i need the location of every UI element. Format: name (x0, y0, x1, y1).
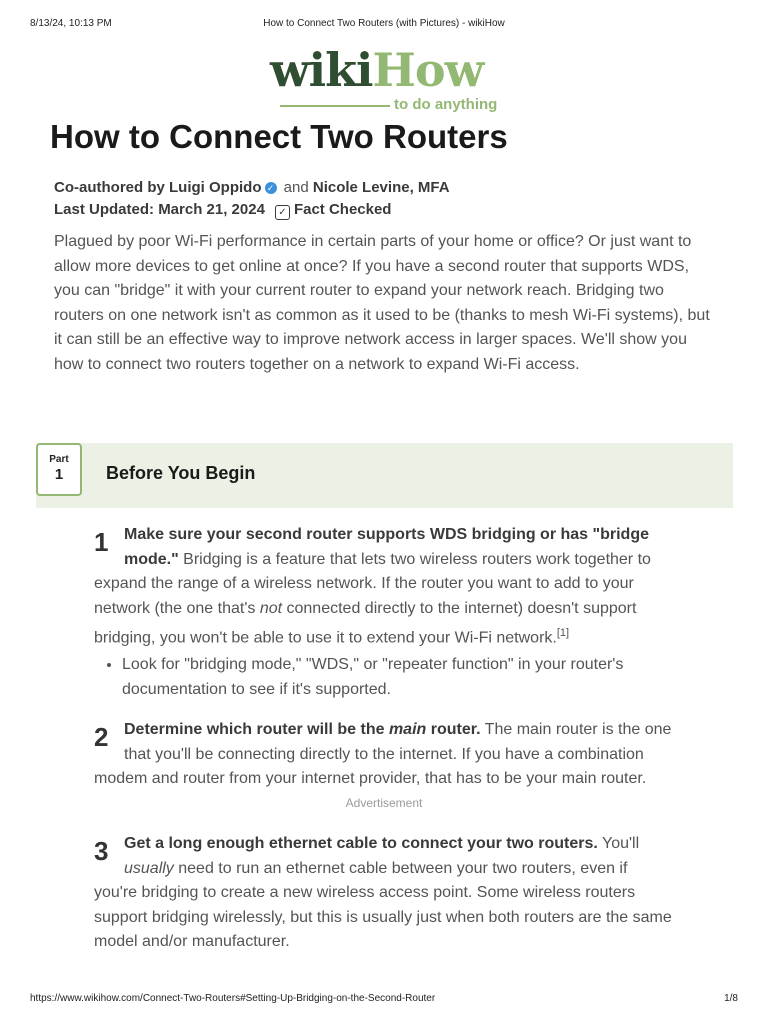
byline-and: and (283, 179, 309, 196)
logo-wiki: wiki (270, 43, 373, 97)
step-body: Bridging is a feature that lets two wire… (94, 550, 651, 617)
logo-how: How (372, 43, 484, 97)
coauthored-prefix: Co-authored by (54, 179, 165, 196)
part-header: Part 1 Before You Begin (36, 443, 733, 508)
updated-date: March 21, 2024 (158, 201, 265, 218)
byline: Co-authored by Luigi Oppido✓ and Nicole … (54, 177, 450, 221)
verified-expert-icon: ✓ (264, 182, 277, 194)
step-body-cont: need to run an ethernet cable between yo… (94, 859, 672, 951)
print-date: 8/13/24, 10:13 PM (30, 18, 112, 29)
part-label: Part (49, 454, 69, 465)
step-headline: Make sure your second router supports WD… (124, 526, 649, 568)
step-headline-a: Determine which router will be the (124, 721, 389, 738)
step-headline-emphasis: main (388, 721, 427, 738)
coauthor-line: Co-authored by Luigi Oppido✓ and Nicole … (54, 177, 450, 199)
step-2: 2 Determine which router will be the mai… (94, 718, 674, 792)
advertisement-label: Advertisement (345, 796, 423, 810)
step-number: 2 (94, 722, 109, 752)
print-footer: https://www.wikihow.com/Connect-Two-Rout… (30, 993, 738, 1007)
step-text: Make sure your second router supports WD… (94, 523, 674, 651)
part-number: 1 (54, 466, 64, 483)
reference-link[interactable]: [1] (556, 627, 570, 639)
article-title: How to Connect Two Routers (50, 118, 508, 155)
part-title: Before You Begin (106, 463, 256, 483)
step-text: Determine which router will be the main … (94, 718, 674, 792)
step-emphasis: not (259, 599, 283, 617)
logo-wordmark: wikiHow (270, 43, 484, 97)
print-url: https://www.wikihow.com/Connect-Two-Rout… (30, 993, 436, 1004)
part-badge: Part 1 (36, 443, 82, 496)
print-page-title: How to Connect Two Routers (with Picture… (263, 18, 505, 29)
author-link-1[interactable]: Luigi Oppido (169, 179, 262, 196)
fact-check-icon: ✓ (274, 205, 290, 220)
step-1: 1 Make sure your second router supports … (94, 523, 674, 651)
intro-paragraph: Plagued by poor Wi-Fi performance in cer… (54, 233, 710, 373)
updated-line: Last Updated: March 21, 2024 ✓Fact Checke… (54, 199, 450, 221)
step-number: 3 (94, 836, 109, 866)
step-headline-b: router. (426, 721, 481, 738)
fact-checked-link[interactable]: Fact Checked (293, 201, 392, 218)
updated-label: Last Updated: (54, 201, 155, 218)
author-link-2[interactable]: Nicole Levine, MFA (312, 179, 450, 196)
step-3: 3 Get a long enough ethernet cable to co… (94, 832, 674, 955)
step-emphasis: usually (124, 859, 174, 877)
step-body: The main router is the one that you'll b… (94, 721, 672, 787)
wikihow-logo[interactable]: wikiHow to do anything (270, 44, 502, 114)
step-headline: Get a long enough ethernet cable to conn… (124, 835, 598, 852)
print-page-number: 1/8 (724, 993, 738, 1004)
step-text: Get a long enough ethernet cable to conn… (94, 832, 674, 955)
logo-underline (280, 105, 390, 107)
step-headline: Determine which router will be the main … (124, 721, 481, 738)
step-1-tips: Look for "bridging mode," "WDS," or "rep… (104, 653, 692, 702)
print-header: 8/13/24, 10:13 PM How to Connect Two Rou… (30, 18, 738, 32)
list-item: Look for "bridging mode," "WDS," or "rep… (122, 653, 692, 702)
step-body: You'll (597, 835, 640, 852)
step-number: 1 (94, 527, 109, 557)
step-body-cont: connected directly to the internet) does… (94, 599, 637, 647)
logo-tagline: to do anything (394, 96, 498, 113)
